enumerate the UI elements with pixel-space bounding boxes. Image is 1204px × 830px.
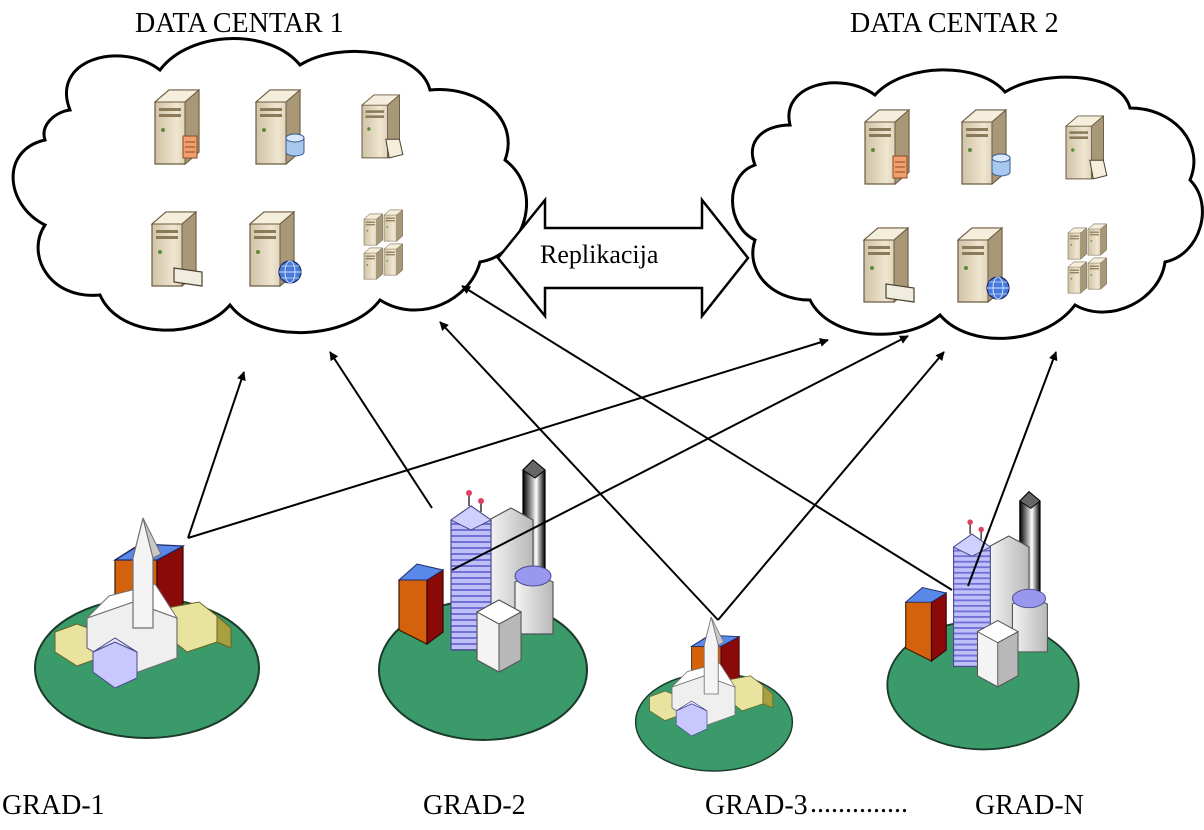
web-server-icon — [865, 110, 909, 184]
city-3-label: GRAD-3 — [705, 790, 808, 821]
city-n-icon — [886, 490, 1080, 751]
datacenter-1-cloud — [11, 37, 529, 334]
mail-server-icon — [152, 212, 202, 286]
database-server-icon — [256, 90, 304, 164]
database-server-icon — [962, 110, 1010, 184]
web-server-icon — [155, 90, 199, 164]
city-ellipsis: .............. — [810, 788, 908, 819]
file-server-icon — [362, 95, 403, 158]
city-3-icon — [634, 616, 794, 772]
city-2-icon — [378, 459, 588, 741]
arrow-grad2-dc1 — [329, 351, 433, 509]
internet-server-icon — [958, 228, 1009, 302]
arrow-gradn-dc1 — [461, 285, 953, 591]
arrow-grad1-dc1 — [187, 371, 246, 539]
replication-label: Replikacija — [540, 240, 659, 269]
arrow-grad3-dc2 — [717, 351, 945, 621]
city-n-label: GRAD-N — [975, 790, 1084, 821]
arrow-grad3-dc1 — [439, 321, 719, 621]
connection-arrows — [187, 285, 1058, 621]
arrow-grad1-dc2 — [187, 338, 829, 539]
city-1-label: GRAD-1 — [2, 790, 105, 821]
city-1-icon — [34, 517, 260, 739]
city-2-label: GRAD-2 — [423, 790, 526, 821]
file-server-icon — [1066, 116, 1107, 179]
datacenter-1-title: DATA CENTAR 1 — [135, 8, 344, 39]
mail-server-icon — [864, 228, 914, 302]
arrow-grad2-dc2 — [451, 335, 909, 571]
datacenter-2-title: DATA CENTAR 2 — [850, 8, 1059, 39]
replication-arrow — [496, 196, 750, 320]
internet-server-icon — [250, 212, 301, 286]
arrow-gradn-dc2 — [967, 351, 1058, 587]
